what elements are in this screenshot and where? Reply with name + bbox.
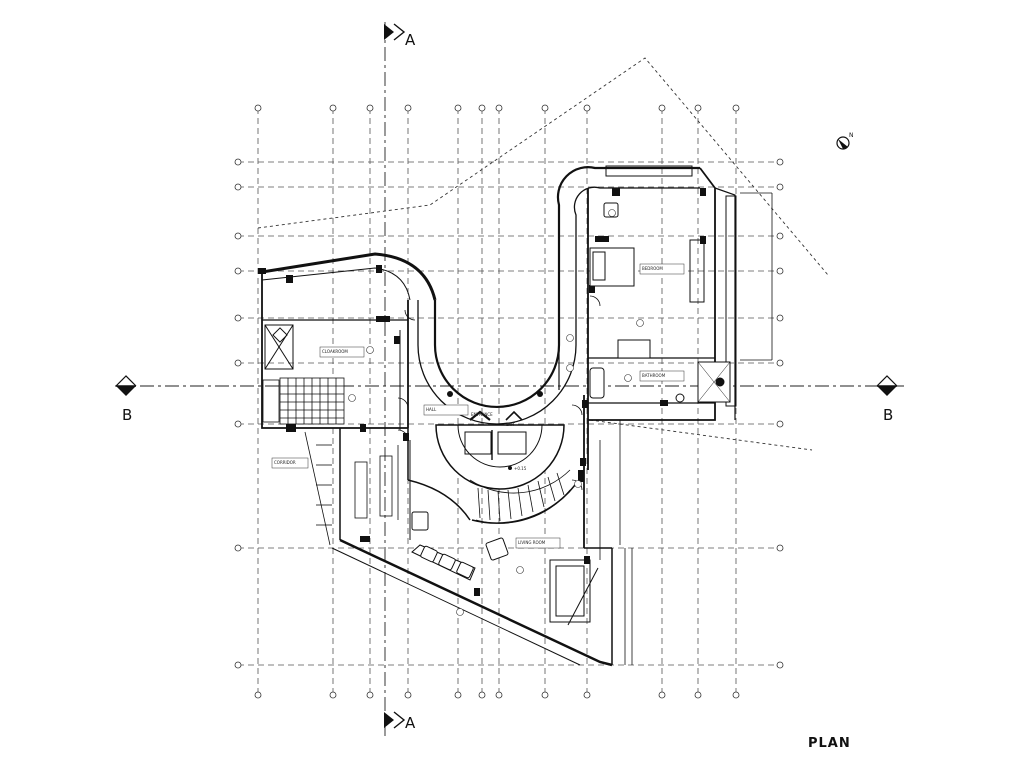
section-marker-b-left: B — [115, 375, 137, 424]
grid-bubbles — [234, 104, 784, 699]
lift-shaft — [264, 324, 294, 370]
room-tag-living: LIVING ROOM — [518, 540, 546, 545]
section-marker-a-top: A — [384, 23, 416, 49]
level-markers — [447, 391, 543, 470]
svg-text:A: A — [405, 31, 416, 49]
svg-text:A: A — [405, 714, 416, 732]
bathroom-fixtures — [589, 361, 731, 403]
room-tag-boxes — [271, 263, 685, 549]
living-furniture — [411, 511, 599, 626]
exit-tag: EXIT — [506, 422, 515, 427]
bedroom-furniture — [589, 165, 737, 407]
svg-text:B: B — [122, 406, 132, 424]
room-tag-bathroom: BATHROOM — [642, 373, 666, 378]
spiral-stair — [469, 469, 576, 524]
svg-text:N: N — [849, 132, 854, 139]
site-boundary — [257, 57, 829, 451]
room-tag-corridor: CORRIDOR — [274, 460, 296, 465]
room-tag-bedroom: BEDROOM — [642, 266, 663, 271]
reception-counter — [435, 410, 565, 490]
service-corridor — [304, 431, 399, 546]
section-lines — [115, 22, 905, 740]
north-arrow-icon: N — [836, 132, 854, 150]
room-tag-hall: HALL — [426, 407, 437, 412]
room-numbers — [348, 209, 644, 616]
svg-text:B: B — [883, 406, 893, 424]
entrance-tag: ENTRANCE — [471, 412, 493, 417]
drawing-title: PLAN — [808, 736, 851, 751]
building-walls — [261, 166, 773, 667]
section-marker-b-right: B — [876, 375, 898, 424]
room-tag-cloakroom: CLOAKROOM — [322, 349, 348, 354]
stair-block — [262, 377, 345, 425]
section-marker-a-bottom: A — [384, 711, 416, 732]
level-mark: +0.15 — [514, 466, 527, 471]
